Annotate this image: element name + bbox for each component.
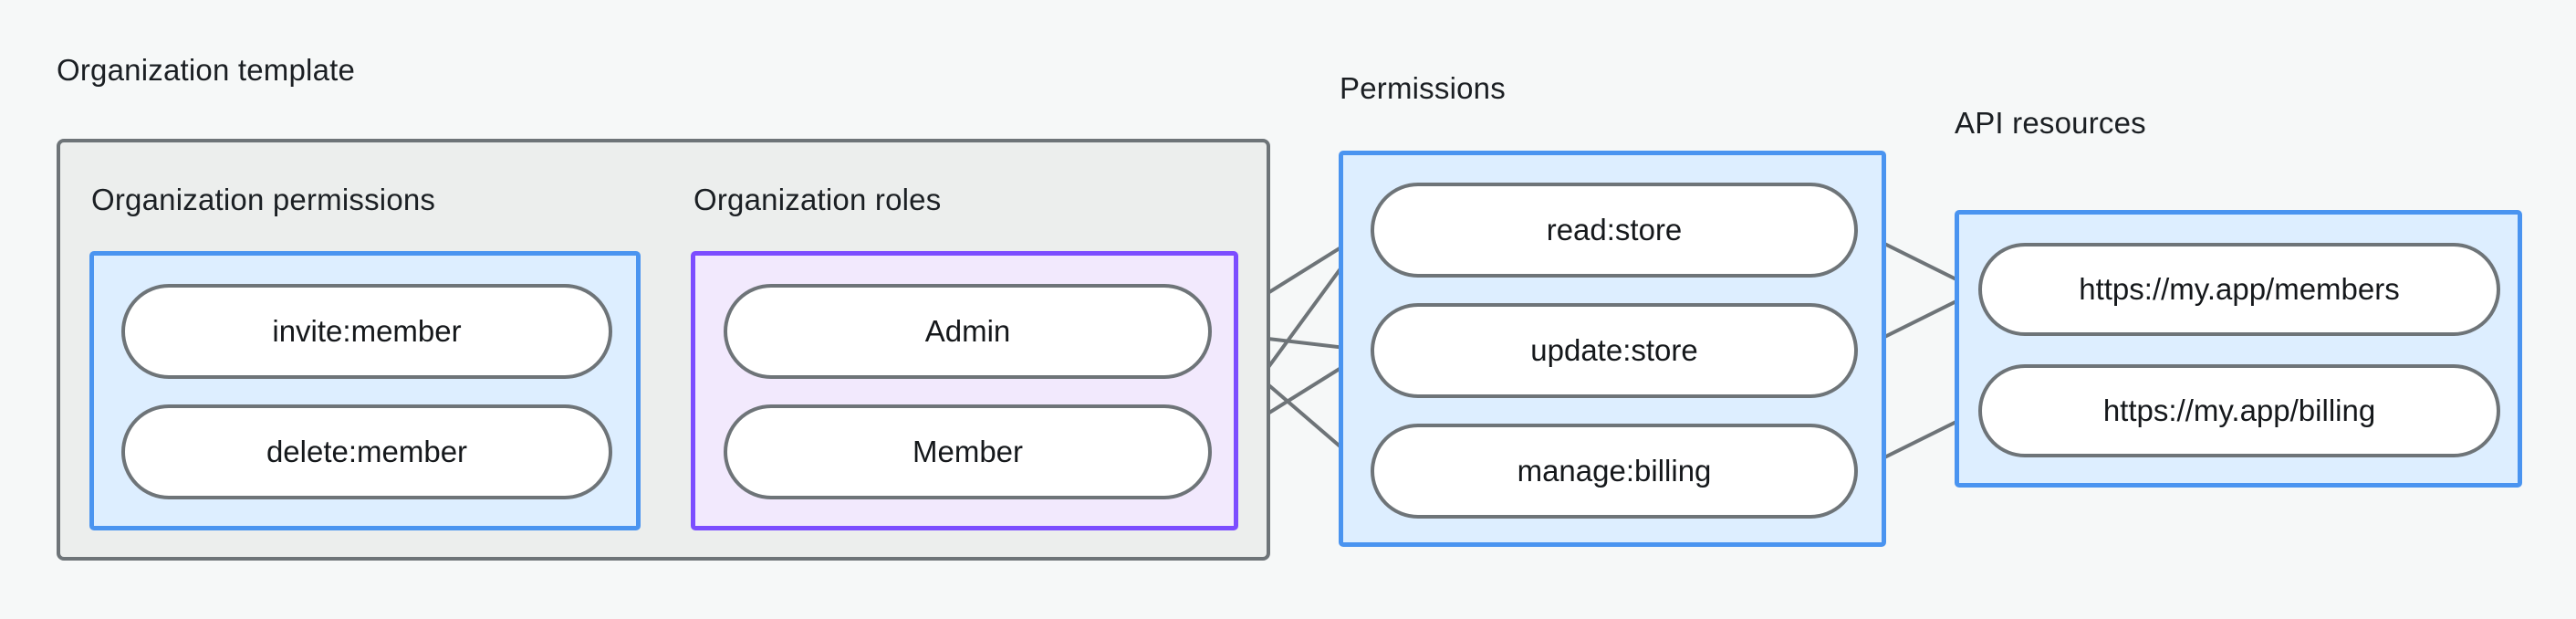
permissions-label: Permissions xyxy=(1340,71,1506,105)
node-role-member[interactable]: Member xyxy=(724,404,1212,499)
organization-roles-label: Organization roles xyxy=(694,183,942,216)
node-api-billing[interactable]: https://my.app/billing xyxy=(1978,364,2500,457)
api-resources-label: API resources xyxy=(1955,106,2146,140)
node-update-store[interactable]: update:store xyxy=(1371,303,1858,398)
node-api-members[interactable]: https://my.app/members xyxy=(1978,243,2500,336)
organization-template-label: Organization template xyxy=(57,53,356,87)
node-manage-billing[interactable]: manage:billing xyxy=(1371,424,1858,519)
node-delete-member[interactable]: delete:member xyxy=(121,404,612,499)
node-read-store[interactable]: read:store xyxy=(1371,183,1858,278)
organization-permissions-label: Organization permissions xyxy=(91,183,436,216)
node-invite-member[interactable]: invite:member xyxy=(121,284,612,379)
node-role-admin[interactable]: Admin xyxy=(724,284,1212,379)
